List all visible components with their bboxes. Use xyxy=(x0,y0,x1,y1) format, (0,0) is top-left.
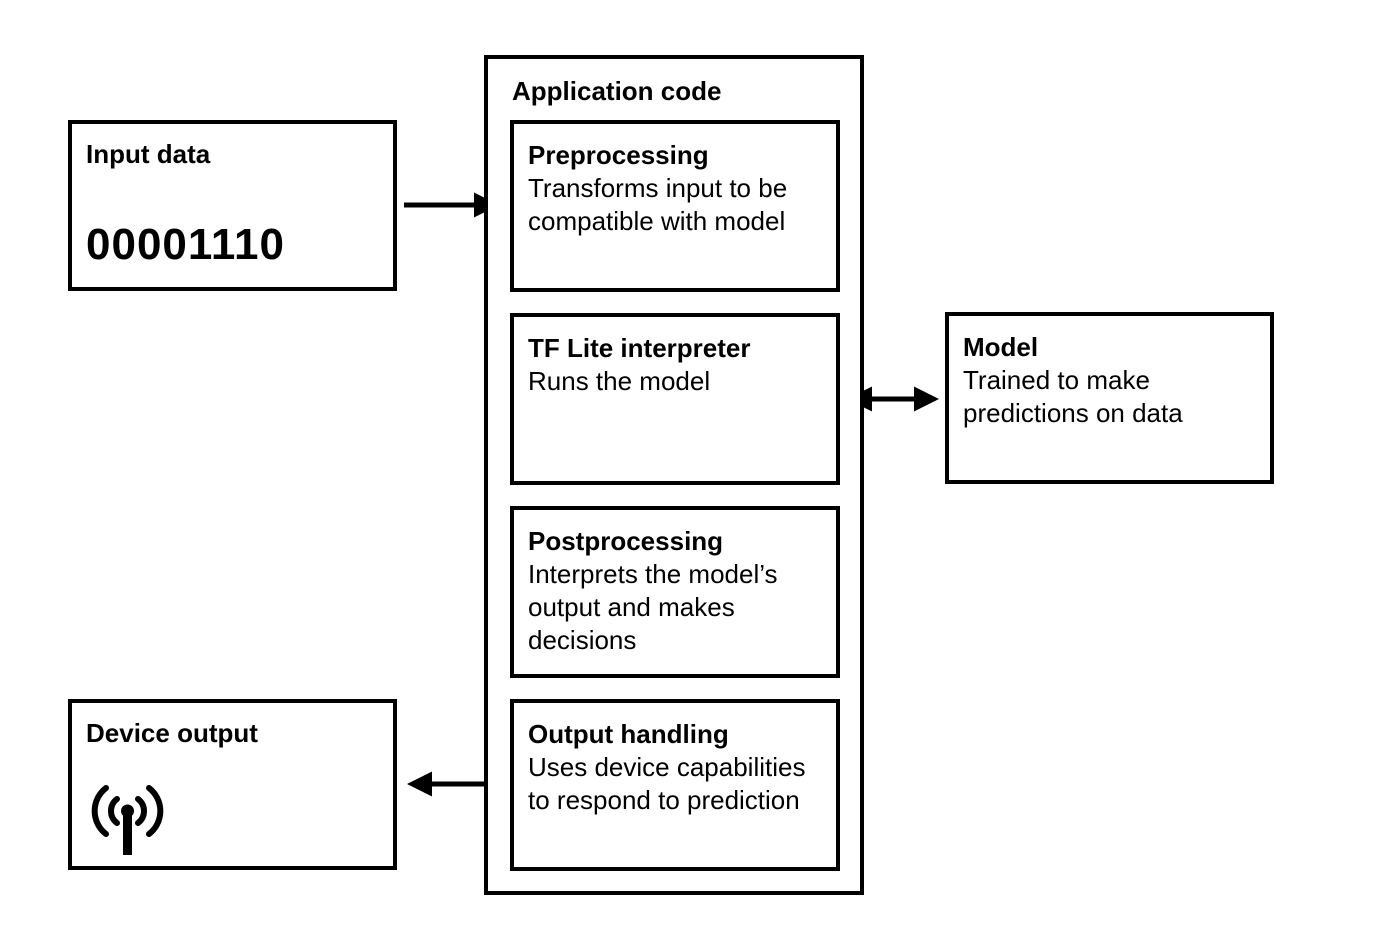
input-data-value: 00001110 xyxy=(86,220,285,269)
model-title: Model xyxy=(963,332,1039,362)
application-code-title: Application code xyxy=(512,76,722,106)
output-handling-title: Output handling xyxy=(528,719,729,749)
device-output-title: Device output xyxy=(86,718,258,748)
output-handling-box: Output handling Uses device capabilities… xyxy=(510,699,840,871)
tf-lite-interpreter-title: TF Lite interpreter xyxy=(528,333,751,363)
preprocessing-box: Preprocessing Transforms input to be com… xyxy=(510,120,840,292)
tf-lite-interpreter-description: Runs the model xyxy=(528,366,711,396)
postprocessing-box: Postprocessing Interprets the model’s ou… xyxy=(510,506,840,678)
model-description: Trained to make predictions on data xyxy=(963,365,1183,428)
postprocessing-description: Interprets the model’s output and makes … xyxy=(528,559,778,655)
input-data-title: Input data xyxy=(86,139,211,169)
output-handling-description: Uses device capabilities to respond to p… xyxy=(528,752,806,815)
device-output-box: Device output xyxy=(68,699,397,870)
postprocessing-title: Postprocessing xyxy=(528,526,724,556)
input-data-box: Input data 00001110 xyxy=(68,120,397,291)
application-code-box: Application code Preprocessing Transform… xyxy=(484,55,864,895)
preprocessing-description: Transforms input to be compatible with m… xyxy=(528,173,788,236)
tf-lite-interpreter-box: TF Lite interpreter Runs the model xyxy=(510,313,840,485)
preprocessing-title: Preprocessing xyxy=(528,140,709,170)
model-box: Model Trained to make predictions on dat… xyxy=(945,312,1274,484)
antenna-broadcast-icon xyxy=(91,785,164,855)
